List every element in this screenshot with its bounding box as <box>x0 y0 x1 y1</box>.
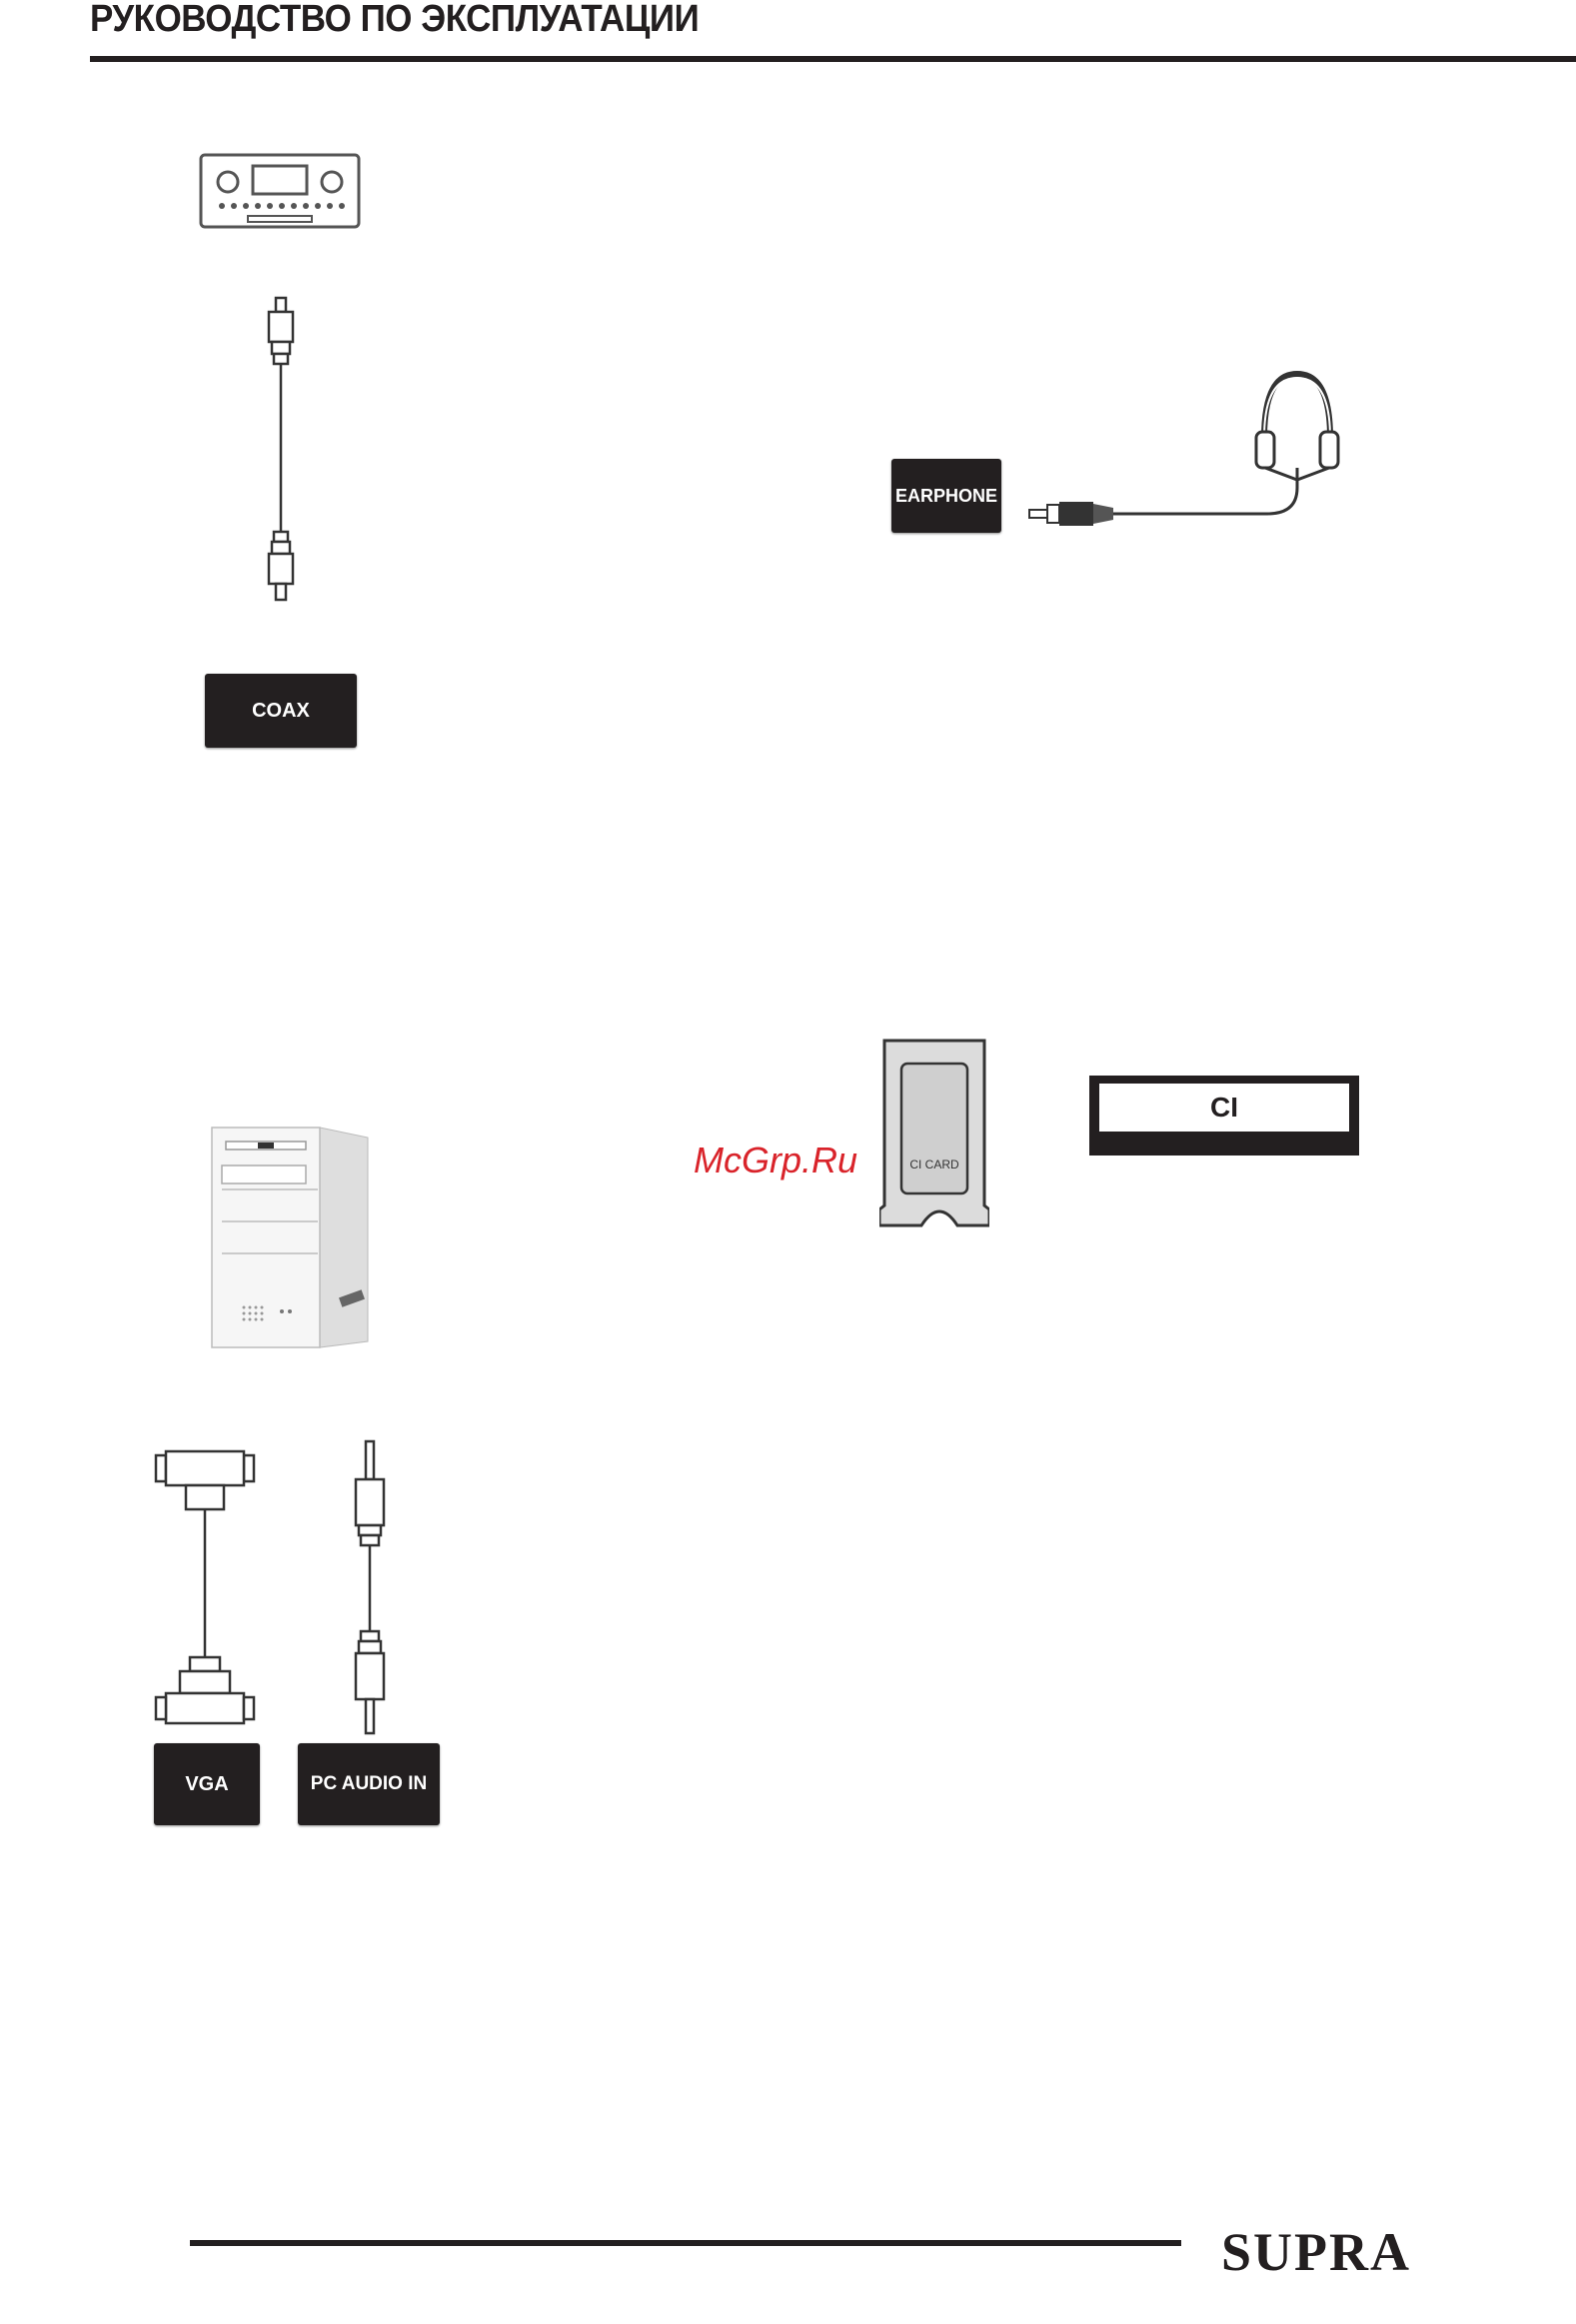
ci-card-icon: CI CARD <box>879 1038 989 1227</box>
ci-card-label: CI CARD <box>879 1158 989 1171</box>
earphone-port-label: EARPHONE <box>891 459 1001 533</box>
brand-logo: SUPRA <box>1221 2221 1411 2283</box>
coax-port-label: COAX <box>205 674 357 748</box>
audio-receiver-icon <box>198 152 362 230</box>
page-title: РУКОВОДСТВО ПО ЭКСПЛУАТАЦИИ <box>90 0 699 41</box>
watermark: McGrp.Ru <box>694 1140 857 1181</box>
header-divider <box>90 56 1576 62</box>
pc-tower-icon <box>208 1124 376 1349</box>
footer-divider <box>190 2240 1181 2246</box>
ci-slot-label-box: CI <box>1089 1076 1359 1156</box>
pc-audio-in-port-label: PC AUDIO IN <box>298 1743 440 1825</box>
pc-audio-cable-icon <box>350 1439 390 1737</box>
vga-port-label: VGA <box>154 1743 260 1825</box>
coax-cable-icon <box>256 296 306 610</box>
headphones-cable-icon <box>1027 368 1347 538</box>
ci-slot-label: CI <box>1099 1084 1349 1132</box>
vga-cable-icon <box>150 1447 260 1729</box>
